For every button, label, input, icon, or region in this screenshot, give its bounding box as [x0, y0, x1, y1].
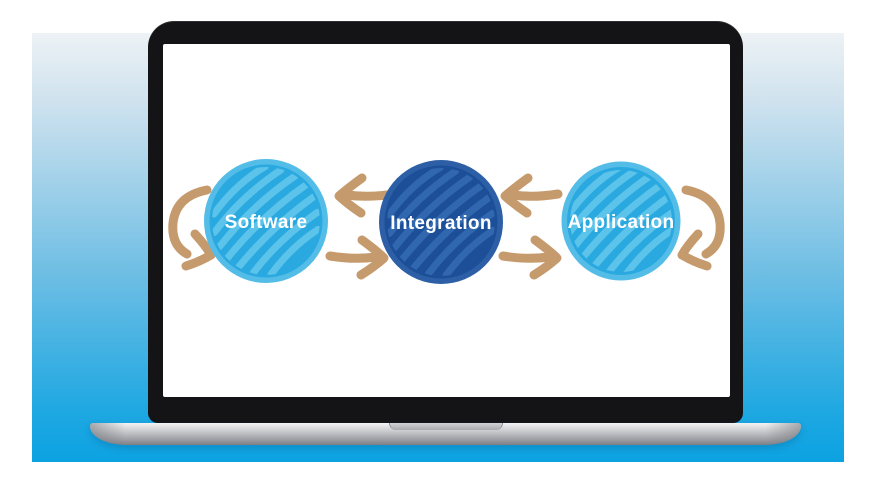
node-integration: Integration [379, 160, 503, 284]
flow-arrows [168, 173, 725, 280]
software-integration-application-diagram: Software Integration [168, 159, 725, 284]
laptop-bezel: Software Integration [148, 21, 743, 423]
node-software: Software [204, 159, 328, 283]
curved-arrow-left-icon [168, 185, 216, 271]
curved-arrow-right-icon [677, 185, 725, 271]
laptop-base-sheen [90, 423, 801, 445]
node-application: Application [561, 161, 681, 281]
laptop-base [90, 423, 801, 445]
node-integration-label: Integration [390, 213, 491, 234]
arrow-right-icon [498, 235, 562, 280]
node-software-label: Software [225, 212, 308, 233]
node-application-label: Application [568, 212, 675, 233]
laptop-screen: Software Integration [163, 44, 730, 397]
arrow-left-icon [500, 173, 563, 218]
laptop-base-notch [388, 423, 503, 430]
arrow-right-icon [325, 235, 389, 280]
